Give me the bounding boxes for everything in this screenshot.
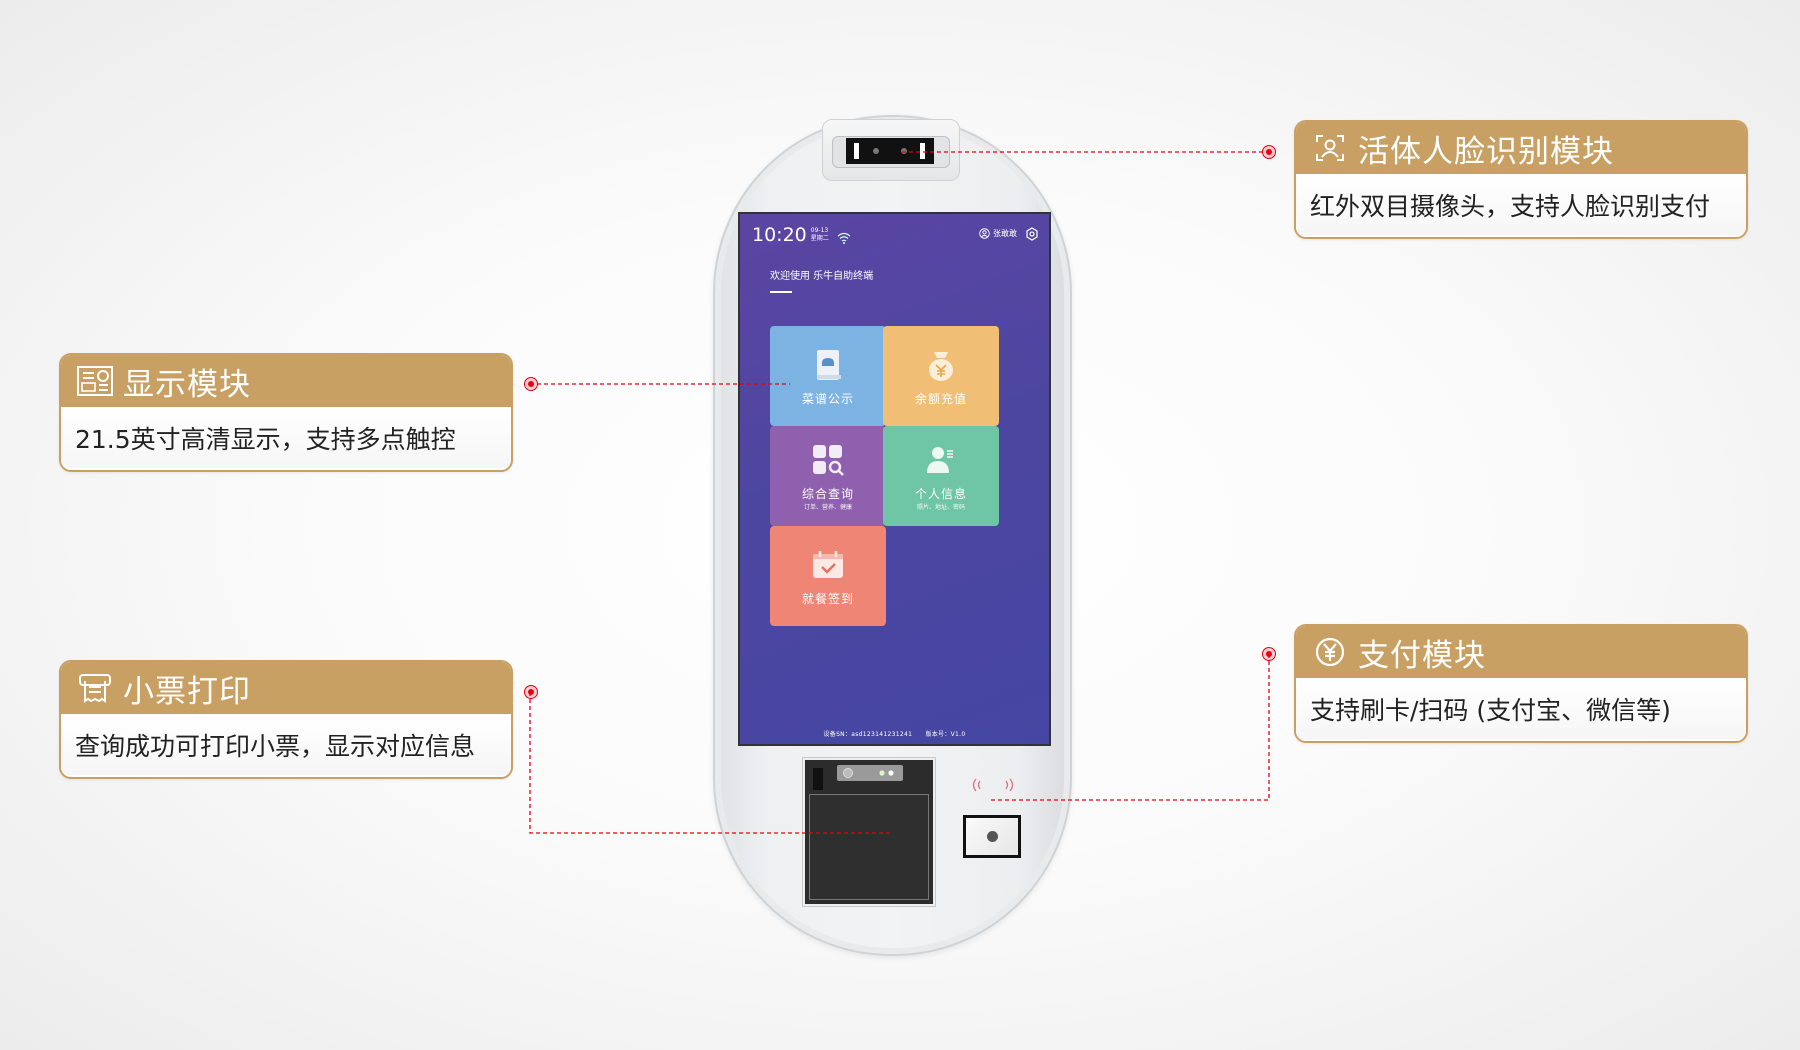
money-bag-icon [929,352,953,381]
tile-label: 就餐签到 [801,592,854,606]
receipt-printer [803,758,935,906]
marker-payment [1262,647,1276,661]
version-value: V1.0 [950,731,966,738]
tile-label: 综合查询 [801,486,854,501]
recipe-book-icon [817,350,841,380]
weekday-text: 星期二 [810,235,829,242]
leader-print [529,692,893,834]
face-scan-icon [1310,130,1350,166]
kiosk-screen: 10:20 09-13 星期二 张敢敢 欢迎使用 乐牛自助终端 菜谱公示 余额充… [738,212,1051,746]
yuan-coin-icon [1310,634,1350,670]
callout-display: 显示模块 21.5英寸高清显示，支持多点触控 [59,353,513,472]
tile-sublabel: 订单、营养、健康 [803,503,852,511]
callout-desc: 支持刷卡/扫码 (支付宝、微信等) [1296,678,1746,739]
date-text: 09-13 [810,227,829,234]
nfc-icon [970,777,1016,797]
tile-label: 菜谱公示 [801,392,854,406]
tile-profile[interactable]: 个人信息 照片、地址、密码 [883,426,999,526]
status-date: 09-13 星期二 [811,227,829,243]
receipt-printer-icon [75,670,115,706]
leader-payment [990,654,1270,801]
callout-payment: 支付模块 支持刷卡/扫码 (支付宝、微信等) [1294,624,1748,743]
tile-checkin[interactable]: 就餐签到 [770,526,886,626]
user-profile-icon [927,446,953,473]
marker-face [1262,145,1276,159]
tile-sublabel: 照片、地址、密码 [916,503,965,511]
printer-control-panel [837,765,903,781]
callout-desc: 查询成功可打印小票，显示对应信息 [61,714,511,775]
wifi-icon [837,229,851,244]
callout-print: 小票打印 查询成功可打印小票，显示对应信息 [59,660,513,779]
version-label: 版本号： [925,731,951,738]
callout-title: 支付模块 [1358,637,1486,674]
marker-print [524,685,538,699]
status-bar-right: 张敢敢 [979,226,1039,241]
grid-search-icon [813,444,844,476]
callout-title: 小票打印 [123,673,251,710]
tile-recharge[interactable]: 余额充值 [883,326,999,426]
user-button[interactable]: 张敢敢 [979,227,1017,239]
user-icon [979,227,990,239]
welcome-underline [770,291,792,293]
printer-switch [813,768,823,790]
callout-face: 活体人脸识别模块 红外双目摄像头，支持人脸识别支付 [1294,120,1748,239]
tile-label: 余额充值 [914,392,967,406]
status-bar-left: 10:20 09-13 星期二 [752,224,851,246]
display-dashboard-icon [75,363,115,399]
tile-recipe[interactable]: 菜谱公示 [770,326,886,426]
sn-value: asd123141231241 [851,731,913,738]
sn-label: 设备SN： [823,731,852,738]
paper-slot [809,794,929,900]
gear-icon[interactable] [1025,226,1039,241]
device-footer: 设备SN：asd123141231241 版本号：V1.0 [740,729,1049,738]
marker-display [524,377,538,391]
qr-scanner [963,815,1021,858]
calendar-check-icon [813,551,843,578]
user-name: 张敢敢 [993,228,1017,238]
callout-desc: 21.5英寸高清显示，支持多点触控 [61,407,511,468]
binocular-camera-icon [846,138,934,164]
welcome-text: 欢迎使用 乐牛自助终端 [770,271,874,282]
callout-title: 显示模块 [123,366,251,403]
callout-desc: 红外双目摄像头，支持人脸识别支付 [1296,174,1746,235]
scanner-lens [987,831,998,842]
tile-query[interactable]: 综合查询 订单、营养、健康 [770,426,886,526]
callout-title: 活体人脸识别模块 [1358,133,1614,170]
status-time: 10:20 [752,224,807,246]
tile-label: 个人信息 [914,486,967,501]
